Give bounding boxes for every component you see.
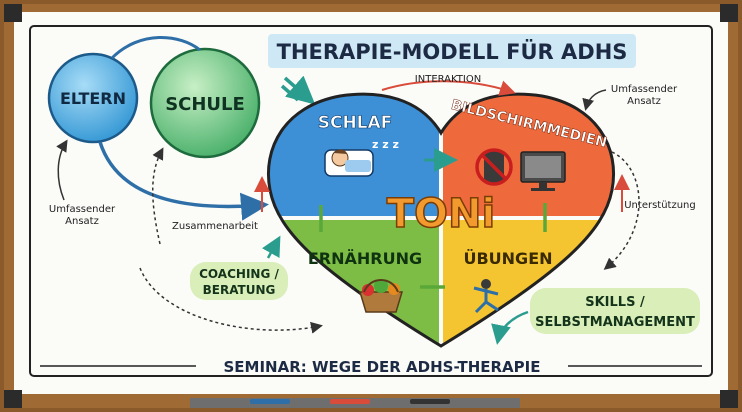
skills-badge: [530, 288, 700, 334]
eltern-schule-connector: [110, 35, 201, 60]
footer-title: SEMINAR: WEGE DER ADHS-THERAPIE: [224, 358, 541, 376]
skills-line2: SELBSTMANAGEMENT: [535, 315, 695, 330]
ernaehrung-label: ERNÄHRUNG: [308, 249, 422, 268]
coaching-badge: [190, 262, 288, 300]
schule-heart-arrow: [283, 75, 316, 105]
no-phone-icon: [475, 148, 513, 186]
page-title: THERAPIE-MODELL FÜR ADHS: [277, 39, 628, 64]
umfassender-left-line2: Ansatz: [65, 216, 99, 227]
uebungen-label: ÜBUNGEN: [463, 249, 552, 268]
coaching-dashed-arrow: [139, 267, 323, 334]
skills-arrow: [491, 310, 529, 345]
umfassender-left-line1: Umfassender: [49, 204, 116, 215]
eltern-circle: [47, 52, 139, 144]
unterstuetzung-label: Unterstützung: [624, 200, 696, 211]
skills-line1: SKILLS /: [585, 295, 645, 310]
unterstuetzung-arrow: [603, 151, 640, 270]
center-label: TONi: [387, 191, 495, 237]
eltern-label: ELTERN: [60, 89, 126, 108]
umfassender-right-line1: Umfassender: [611, 84, 678, 95]
title-banner: [268, 34, 636, 68]
schule-label: SCHULE: [165, 94, 245, 115]
zzz-icon: z z z: [372, 138, 399, 151]
interaktion-arrow: [381, 80, 516, 96]
coaching-line2: BERATUNG: [203, 283, 276, 297]
heart-outline: [267, 92, 615, 348]
schlaf-label: SCHLAF: [318, 113, 393, 133]
monitor-icon: [520, 151, 566, 191]
exercising-person-icon: [473, 279, 499, 314]
quadrant-arrows: [319, 203, 547, 289]
zusammenarbeit-arrow: [152, 147, 164, 245]
sleeping-child-icon: [324, 149, 374, 177]
coaching-line1: COACHING /: [199, 267, 279, 281]
zusammenarbeit-label: Zusammenarbeit: [172, 221, 258, 232]
vegetable-basket-icon: [358, 279, 404, 313]
eltern-heart-arrow: [98, 141, 269, 221]
schule-circle: [149, 47, 261, 159]
interaktion-label: INTERAKTION: [415, 74, 481, 85]
umfassender-right-line2: Ansatz: [627, 96, 661, 107]
